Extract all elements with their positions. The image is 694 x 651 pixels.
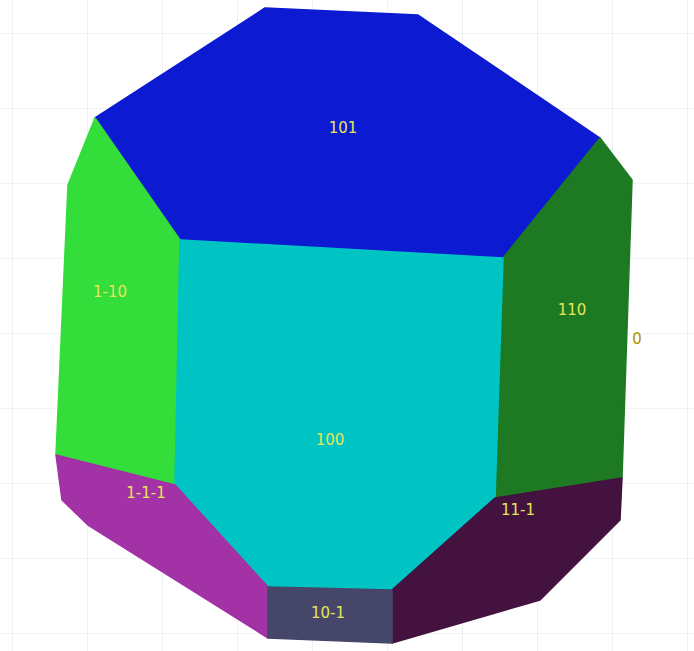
stray-label: 0	[632, 332, 642, 347]
miller-index: 101	[329, 121, 358, 136]
crystal-face: 101	[95, 8, 600, 258]
miller-index: 100	[316, 433, 345, 448]
crystal-face: 1-1-1	[56, 455, 268, 638]
crystal-face: 10-1	[268, 587, 392, 643]
miller-index: 110	[558, 303, 587, 318]
miller-index: 11-1	[501, 503, 535, 518]
face-outline	[495, 138, 632, 498]
miller-index: 1-1-1	[126, 486, 165, 501]
crystal-face: 1-10	[56, 118, 180, 485]
face-outline	[56, 455, 268, 638]
face-outline	[56, 118, 180, 485]
miller-index: 10-1	[311, 606, 345, 621]
miller-index: 1-10	[93, 285, 127, 300]
crystal-face: 11-1	[392, 478, 622, 643]
crystal-face: 110	[495, 138, 632, 498]
